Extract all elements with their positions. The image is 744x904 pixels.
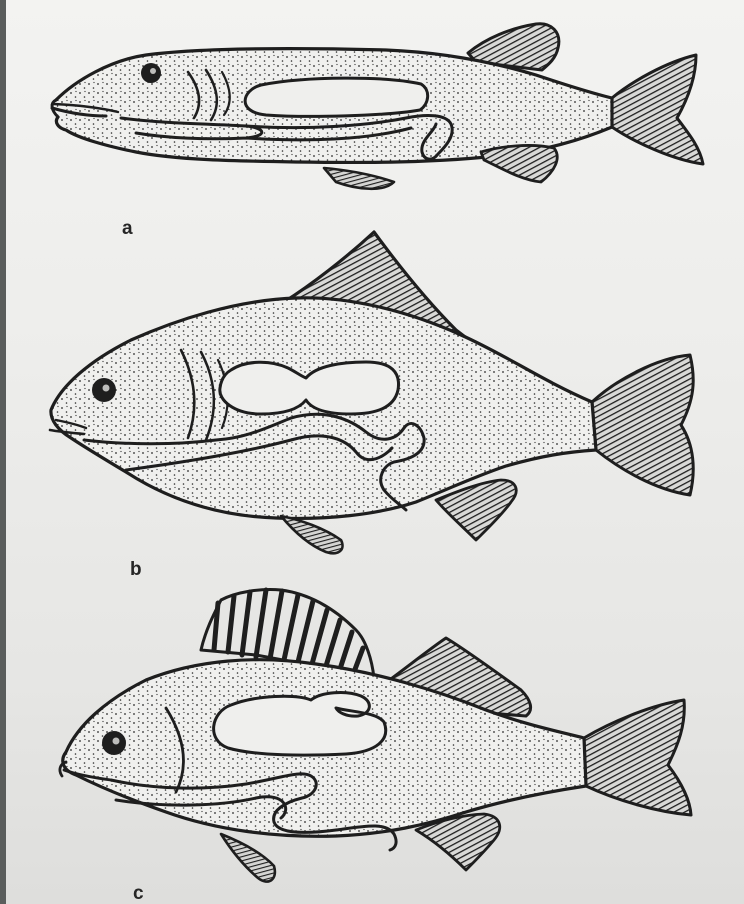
- label-b: b: [130, 560, 142, 579]
- fish-b-tail-fin: [592, 355, 693, 495]
- fish-c-tail-fin: [584, 700, 691, 815]
- fish-a-tail-fin: [612, 55, 703, 164]
- figure-page: a b c: [6, 0, 744, 904]
- fish-diagram: [6, 0, 744, 904]
- label-c: c: [133, 884, 144, 903]
- fish-b-pelvic-fin: [281, 516, 343, 553]
- fish-a-pelvic-fin: [324, 168, 394, 189]
- fish-c-swim-bladder: [214, 693, 386, 756]
- label-a: a: [122, 219, 133, 238]
- fish-b: [50, 232, 693, 553]
- fish-a: [52, 24, 703, 189]
- fish-a-swim-bladder: [245, 78, 428, 116]
- fish-c-pelvic-fin: [221, 834, 275, 882]
- fish-c: [60, 589, 691, 881]
- fish-a-anal-fin: [481, 145, 557, 182]
